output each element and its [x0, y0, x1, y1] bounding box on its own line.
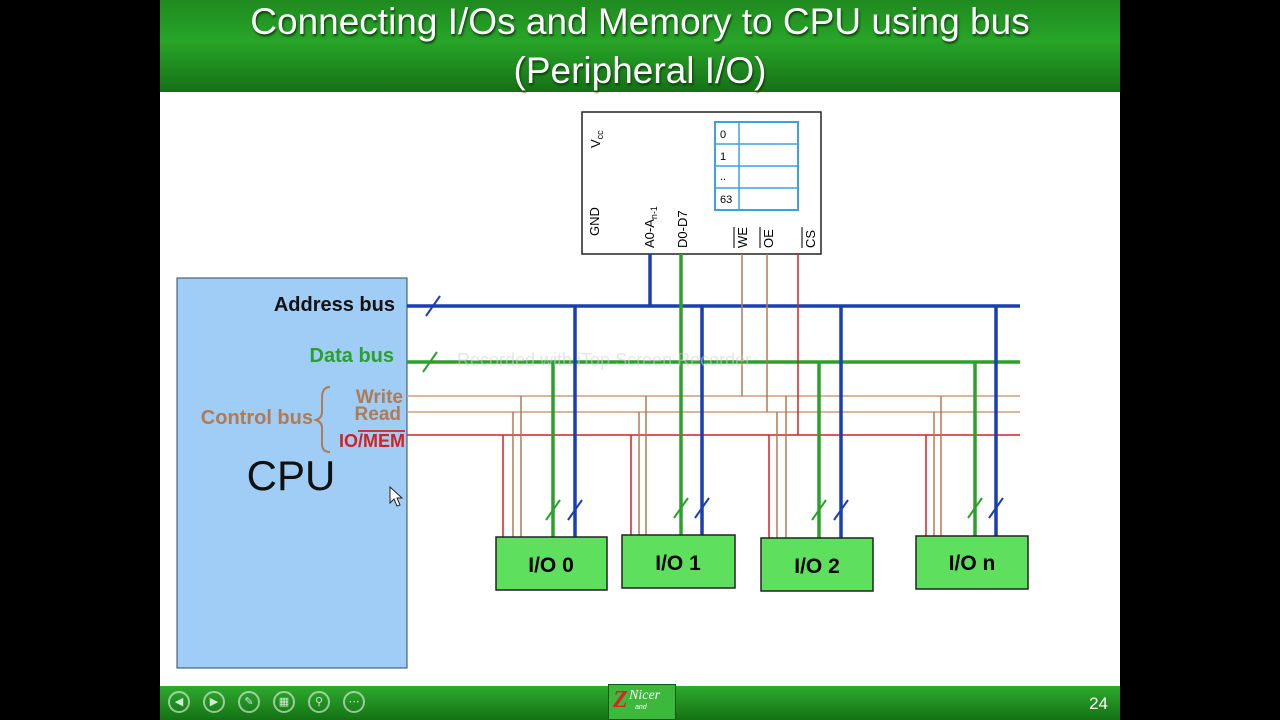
prev-icon[interactable]: ◀ — [168, 691, 190, 713]
io-device-2 — [760, 537, 874, 592]
page-number: 24 — [1089, 694, 1108, 713]
io-device-n — [915, 535, 1029, 590]
slide-title-line1: Connecting I/Os and Memory to CPU using … — [250, 1, 1030, 42]
slideshow-toolbar: ◀ ▶ ✎ ▦ ⚲ ⋯ Z Nicer and 24 — [160, 684, 1120, 720]
logo-subtext: and — [635, 704, 647, 711]
memory-row-0: 0 — [720, 129, 726, 141]
io-label-0: I/O 0 — [528, 554, 574, 577]
vcc-label: Vcc — [588, 130, 605, 148]
slide: 0 1 .. 63 Vcc GND A0-An-1 D0-D7 WE OE CS — [160, 0, 1120, 720]
logo-mark-icon: Z — [613, 687, 628, 713]
data-pin-label: D0-D7 — [675, 210, 690, 248]
io-mem-label: IO/MEM — [339, 431, 405, 451]
cpu-box — [176, 277, 408, 669]
title-bar: Connecting I/Os and Memory to CPU using … — [160, 0, 1120, 92]
bus-diagram: 0 1 .. 63 Vcc GND A0-An-1 D0-D7 WE OE CS — [176, 111, 1029, 669]
cpu-label: CPU — [247, 452, 336, 499]
io-label-n: I/O n — [949, 552, 996, 575]
control-brace — [312, 386, 331, 453]
memory-row-2: .. — [720, 171, 726, 183]
slide-title-line2: (Peripheral I/O) — [513, 50, 767, 91]
slides-icon[interactable]: ▦ — [273, 691, 295, 713]
write-label: Write — [356, 387, 403, 408]
cs-pin-label: CS — [803, 230, 818, 248]
memory-row-1: 1 — [720, 151, 726, 163]
pen-icon[interactable]: ✎ — [238, 691, 260, 713]
io-device-1 — [621, 534, 736, 589]
memory-row-63: 63 — [720, 194, 732, 206]
we-pin-label: WE — [735, 227, 750, 248]
control-bus-label: Control bus — [201, 407, 313, 429]
io-label-1: I/O 1 — [655, 552, 701, 575]
oe-pin-label: OE — [761, 229, 776, 248]
data-bus-label: Data bus — [310, 345, 394, 367]
io-device-0 — [495, 536, 608, 591]
next-icon[interactable]: ▶ — [203, 691, 225, 713]
logo-text: Nicer — [629, 688, 661, 703]
zoom-icon[interactable]: ⚲ — [308, 691, 330, 713]
read-label: Read — [355, 404, 401, 425]
logo: Z Nicer and — [608, 684, 676, 720]
watermark: Recorded with iTop Screen Recorder — [457, 350, 751, 370]
mouse-cursor-icon — [389, 485, 404, 507]
address-pin-label: A0-An-1 — [642, 206, 659, 248]
io-label-2: I/O 2 — [794, 555, 840, 578]
gnd-label: GND — [587, 207, 602, 236]
more-icon[interactable]: ⋯ — [343, 691, 365, 713]
address-bus-label: Address bus — [274, 294, 395, 316]
